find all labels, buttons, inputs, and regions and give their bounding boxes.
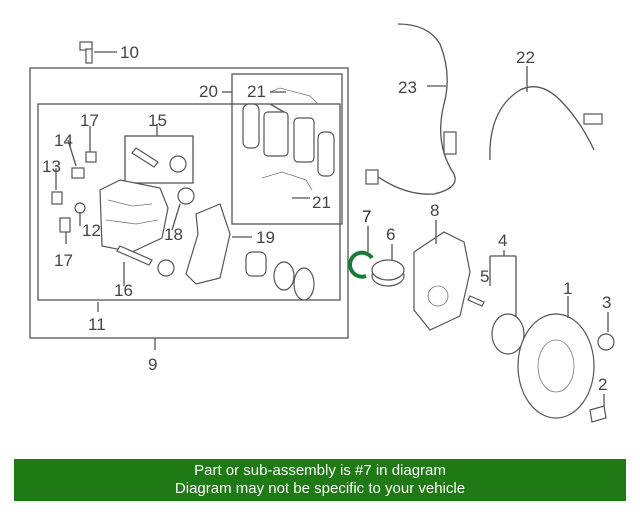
callout-18: 18 [164,225,183,244]
guide-pin-part-15 [131,147,187,173]
callout-10: 10 [120,43,139,62]
callout-15: 15 [148,111,167,130]
caliper-housing [99,179,169,253]
caliper-assembly-box [29,67,349,339]
callout-16: 16 [114,281,133,300]
callout-11: 11 [88,315,106,334]
callout-17-top: 17 [80,111,99,130]
callout-4: 4 [498,231,507,250]
pad-kit-box [231,73,343,225]
callout-12: 12 [82,221,101,240]
callout-2: 2 [598,375,607,394]
callout-17-bottom: 17 [54,251,73,270]
callout-9: 9 [148,355,157,374]
callout-19: 19 [256,228,275,247]
banner-line-2: Diagram may not be specific to your vehi… [174,480,466,497]
nut-part-3 [597,333,615,351]
leader-lines [55,66,609,406]
bolt-part-10 [79,41,93,64]
callout-1: 1 [563,279,572,298]
wheel-bearing-part-6 [371,259,405,287]
rotor-part-1 [517,313,595,419]
brake-hose-part-22 [489,86,595,161]
bleeder-parts [51,151,97,233]
banner-line-1: Part or sub-assembly is #7 in diagram [194,462,446,479]
callout-21-bottom: 21 [312,193,331,212]
hub-part-4 [467,295,525,355]
caliper-bracket-part-19 [185,203,315,301]
brake-pads-part-21 [242,87,335,191]
knuckle-part-8 [413,231,471,331]
abs-sensor-wire-part-23 [373,23,456,195]
callout-6: 6 [386,225,395,244]
info-banner: Part or sub-assembly is #7 in diagram Di… [14,459,626,501]
callout-21-top: 21 [247,82,266,101]
callout-7: 7 [362,207,371,226]
callout-22: 22 [516,48,535,67]
callout-23: 23 [398,78,417,97]
snap-ring-part-7 [348,250,374,279]
guide-pin-kit-box [124,135,194,184]
callout-8: 8 [430,201,439,220]
callout-5: 5 [480,267,489,286]
boot-and-pin [116,187,195,277]
callout-13: 13 [42,157,61,176]
caliper-subassembly-box [37,103,341,301]
callout-20: 20 [199,82,218,101]
parts-diagram: 10 20 21 21 15 17 14 13 12 17 18 16 19 1… [29,23,615,423]
callout-14: 14 [54,131,73,150]
bolt-part-2 [589,405,607,423]
callout-3: 3 [602,293,611,312]
